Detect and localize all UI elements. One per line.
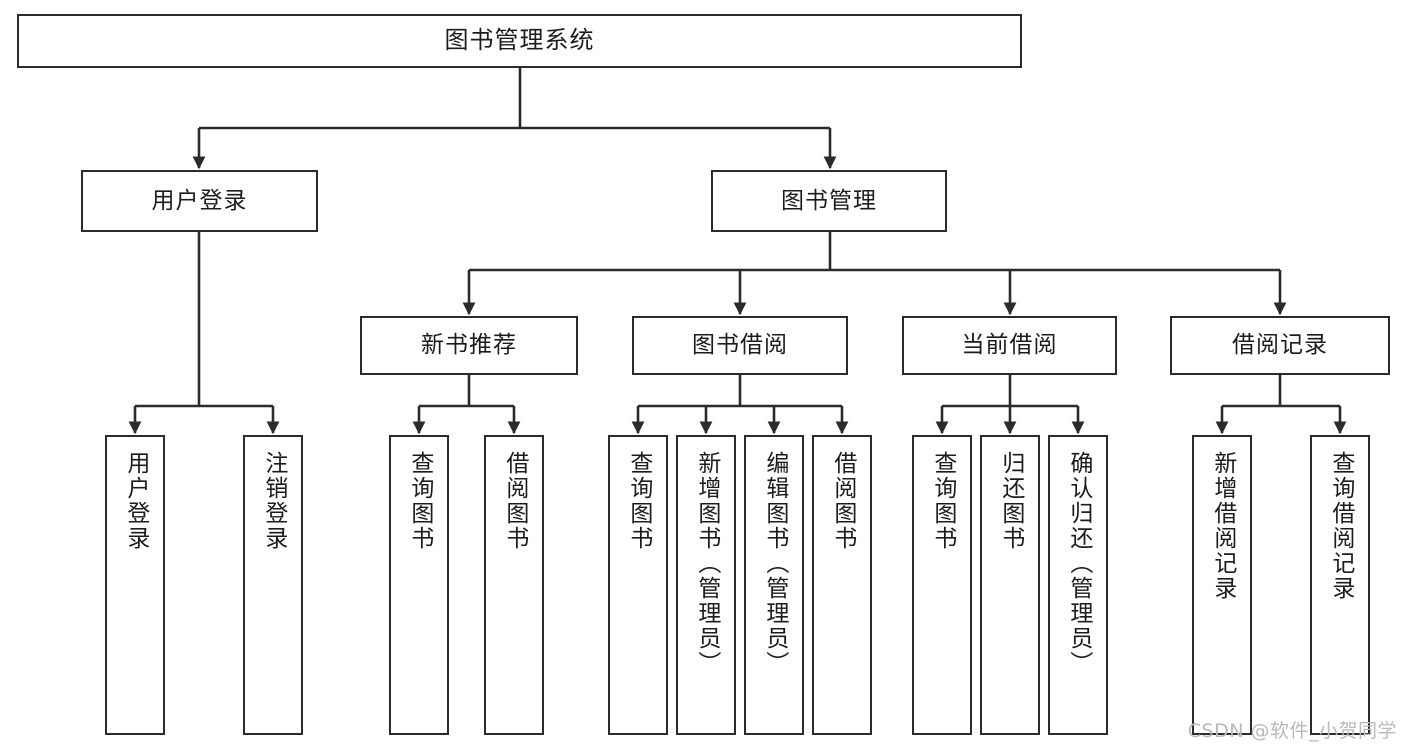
- node-label: 用户登录: [151, 187, 248, 214]
- leaf-edit-book-admin[interactable]: 编辑图书（管理员）: [744, 435, 804, 735]
- leaf-borrow-book[interactable]: 借阅图书: [812, 435, 872, 735]
- node-borrow-record[interactable]: 借阅记录: [1170, 316, 1390, 375]
- leaf-return-book[interactable]: 归还图书: [980, 435, 1040, 735]
- node-label: 借阅记录: [1232, 332, 1328, 359]
- leaf-label: 查询图书: [406, 451, 433, 551]
- leaf-label: 查询图书: [929, 451, 956, 551]
- leaf-label: 新增借阅记录: [1209, 451, 1236, 601]
- leaf-borrow-book-newbook[interactable]: 借阅图书: [484, 435, 544, 735]
- node-label: 当前借阅: [961, 332, 1058, 359]
- node-user-login[interactable]: 用户登录: [81, 170, 318, 232]
- leaf-label: 查询图书: [625, 451, 652, 551]
- leaf-query-book-current[interactable]: 查询图书: [912, 435, 972, 735]
- watermark-text: CSDN @软件_小贺同学: [1187, 720, 1397, 742]
- leaf-query-borrow-record[interactable]: 查询借阅记录: [1310, 435, 1370, 735]
- leaf-label: 注销登录: [260, 451, 287, 551]
- node-label: 图书借阅: [692, 332, 788, 359]
- leaf-label: 查询借阅记录: [1327, 451, 1354, 601]
- leaf-user-login[interactable]: 用户登录: [105, 435, 165, 735]
- leaf-label: 归还图书: [997, 451, 1024, 551]
- node-current-borrow[interactable]: 当前借阅: [902, 316, 1117, 375]
- node-book-management[interactable]: 图书管理: [711, 170, 947, 232]
- leaf-confirm-return-admin[interactable]: 确认归还（管理员）: [1048, 435, 1108, 735]
- leaf-label: 借阅图书: [829, 451, 856, 551]
- node-label: 新书推荐: [421, 332, 517, 359]
- leaf-add-book-admin[interactable]: 新增图书（管理员）: [676, 435, 736, 735]
- leaf-label: 借阅图书: [501, 451, 528, 551]
- leaf-label: 确认归还（管理员）: [1065, 451, 1092, 676]
- leaf-query-book-newbook[interactable]: 查询图书: [389, 435, 449, 735]
- leaf-logout-login[interactable]: 注销登录: [243, 435, 303, 735]
- node-root-system[interactable]: 图书管理系统: [17, 14, 1022, 68]
- node-new-book-recommend[interactable]: 新书推荐: [360, 316, 578, 375]
- leaf-label: 用户登录: [122, 451, 149, 551]
- leaf-label: 新增图书（管理员）: [693, 451, 720, 676]
- node-book-borrow[interactable]: 图书借阅: [632, 316, 848, 375]
- leaf-add-borrow-record[interactable]: 新增借阅记录: [1192, 435, 1252, 735]
- leaf-query-book-borrow[interactable]: 查询图书: [608, 435, 668, 735]
- leaf-label: 编辑图书（管理员）: [761, 451, 788, 676]
- node-label: 图书管理: [781, 187, 877, 214]
- node-label: 图书管理系统: [444, 26, 595, 55]
